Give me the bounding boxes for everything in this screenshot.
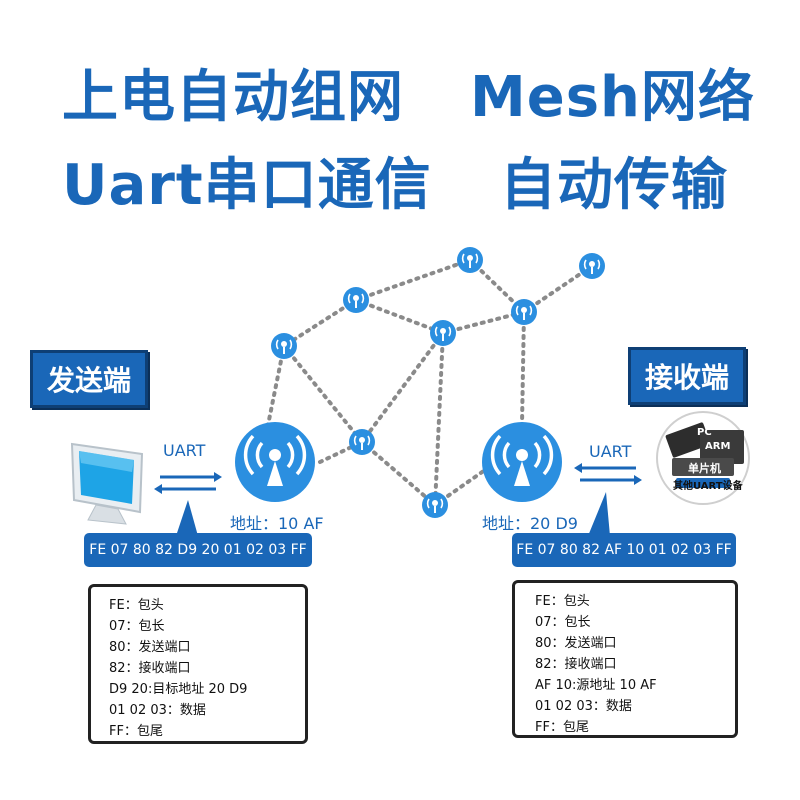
mesh-node — [579, 253, 605, 279]
chip-board-icon — [656, 411, 750, 505]
legend-item: FF：包尾 — [535, 720, 589, 735]
computer-monitor-icon — [70, 442, 144, 525]
headline-mesh-network: Mesh网络 — [470, 65, 755, 130]
headline-auto-networking: 上电自动组网 — [62, 65, 404, 130]
device-label-mcu: 单片机 — [688, 462, 721, 475]
legend-item: D9 20:目标地址 20 D9 — [109, 682, 248, 697]
receiver-uart-label: UART — [589, 442, 632, 461]
mesh-node — [511, 299, 537, 325]
sender-packet: FE 07 80 82 D9 20 01 02 03 FF — [84, 533, 312, 567]
receiver-node-antenna-icon — [482, 422, 562, 502]
mesh-node — [422, 492, 448, 518]
mesh-node — [349, 429, 375, 455]
receiver-legend: FE：包头 07：包长 80：发送端口 82：接收端口 AF 10:源地址 10… — [512, 580, 738, 738]
receiver-packet-pointer — [588, 492, 610, 536]
headline-auto-transfer: 自动传输 — [500, 153, 728, 218]
legend-item: 80：发送端口 — [535, 636, 617, 651]
legend-item: 07：包长 — [109, 619, 165, 634]
sender-legend: FE：包头 07：包长 80：发送端口 82：接收端口 D9 20:目标地址 2… — [88, 584, 308, 744]
legend-item: AF 10:源地址 10 AF — [535, 678, 657, 693]
receiver-address: 地址：20 D9 — [482, 514, 578, 533]
mesh-node — [457, 247, 483, 273]
legend-item: 80：发送端口 — [109, 640, 191, 655]
legend-item: FE：包头 — [109, 598, 164, 613]
device-label-arm: ARM — [705, 441, 731, 452]
mesh-node — [430, 320, 456, 346]
mesh-node — [343, 287, 369, 313]
legend-item: 01 02 03：数据 — [109, 703, 206, 718]
legend-item: 07：包长 — [535, 615, 591, 630]
device-label-other: 其他UART设备 — [673, 481, 743, 492]
device-label-pc: PC — [697, 427, 712, 438]
sender-node-antenna-icon — [235, 422, 315, 502]
receiver-tag: 接收端 — [628, 347, 747, 405]
legend-item: 82：接收端口 — [109, 661, 191, 676]
legend-item: 82：接收端口 — [535, 657, 617, 672]
receiver-packet: FE 07 80 82 AF 10 01 02 03 FF — [512, 533, 736, 567]
legend-item: 01 02 03：数据 — [535, 699, 632, 714]
receiver-uart-arrows — [574, 463, 642, 485]
sender-uart-arrows — [154, 472, 222, 494]
legend-item: FE：包头 — [535, 594, 590, 609]
mesh-node — [271, 333, 297, 359]
sender-uart-label: UART — [163, 441, 206, 460]
legend-item: FF：包尾 — [109, 724, 163, 739]
sender-address: 地址：10 AF — [230, 514, 324, 533]
sender-tag: 发送端 — [30, 350, 149, 408]
sender-packet-pointer — [176, 500, 198, 536]
headline-uart-communication: Uart串口通信 — [62, 153, 432, 218]
mesh-links — [266, 258, 594, 507]
